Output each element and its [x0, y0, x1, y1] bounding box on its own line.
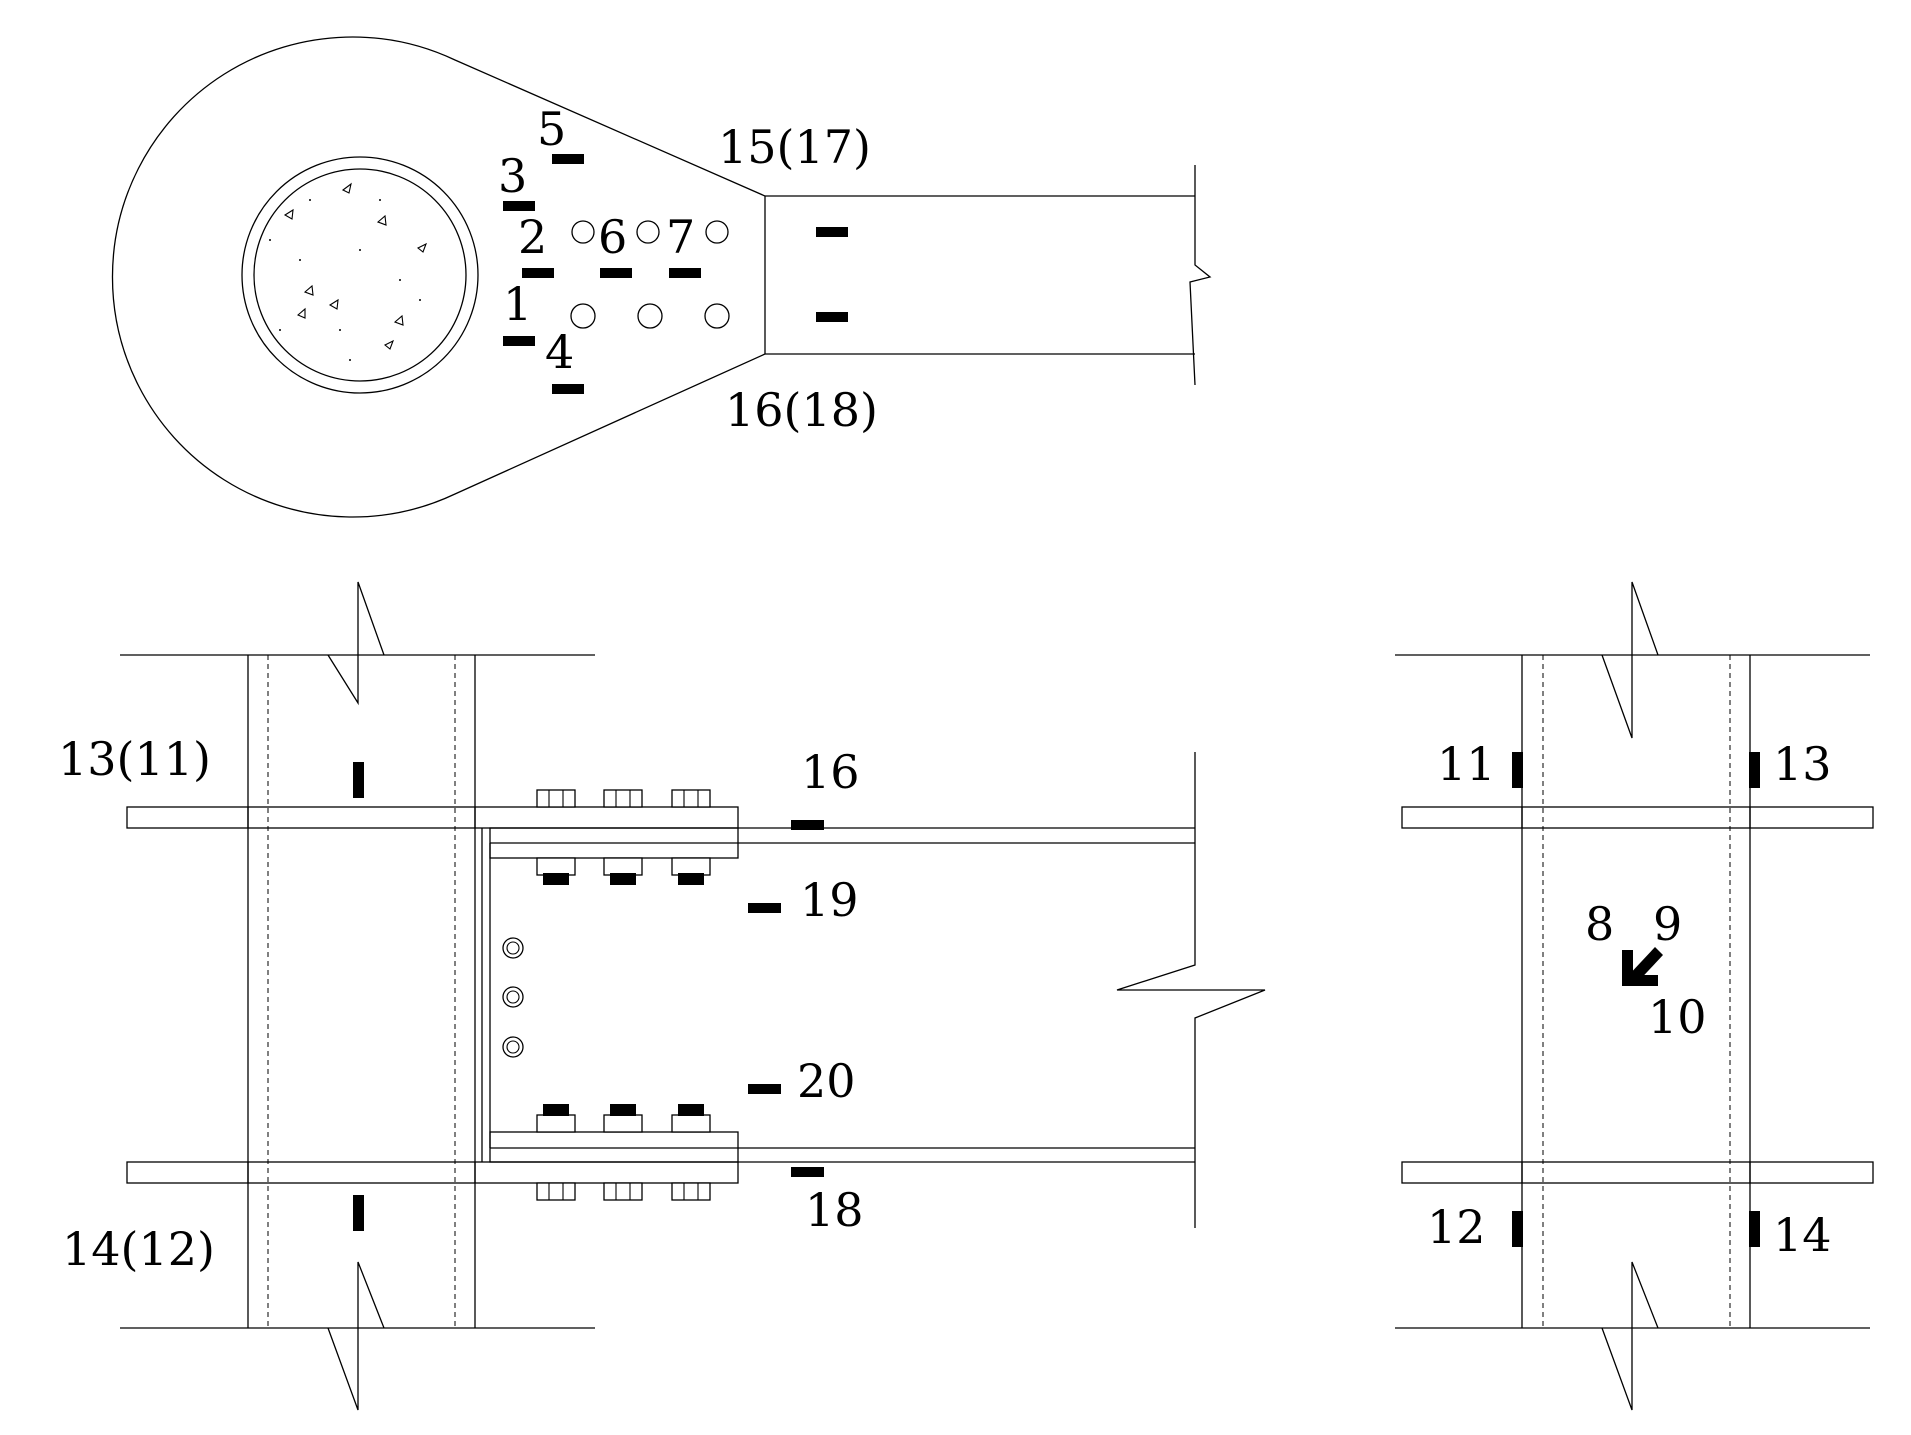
gauge-marker [1512, 1211, 1523, 1247]
gauge-marker [503, 336, 535, 346]
gauge-marker [791, 1167, 824, 1177]
label-4: 4 [545, 325, 574, 379]
gauge-marker [791, 820, 824, 830]
plan-bolts [570, 220, 730, 329]
gauge-marker [1749, 1211, 1760, 1247]
ring-plate-top [126, 806, 739, 829]
ring-plate-bottom [126, 1161, 739, 1184]
label-9: 9 [1653, 897, 1682, 951]
plan-gauges [503, 154, 848, 394]
gauge-marker [1749, 752, 1760, 788]
label-1: 1 [503, 277, 532, 331]
label-14: 14 [1773, 1208, 1832, 1262]
gauge-marker [552, 154, 584, 164]
bolt-heads-top [536, 789, 711, 885]
gauge-marker [748, 903, 781, 913]
splice-plate-bottom [489, 1131, 739, 1163]
plan-view: 5 3 2 6 7 1 4 15(17) 16(18) [111, 36, 1212, 518]
label-5: 5 [537, 102, 566, 156]
ring-plate-outline [111, 36, 766, 518]
web-bolts [502, 937, 524, 1058]
label-16: 16 [801, 745, 860, 799]
label-20: 20 [797, 1054, 856, 1108]
bolt [637, 303, 663, 329]
label-19: 19 [800, 873, 859, 927]
gauge-marker [600, 268, 632, 278]
label-8: 8 [1585, 897, 1614, 951]
ring-plate-bottom [1401, 1161, 1874, 1184]
label-18: 18 [805, 1183, 864, 1237]
gauge-marker [503, 201, 535, 211]
label-6: 6 [598, 210, 627, 264]
label-2: 2 [518, 210, 547, 264]
ring-plate-top [1401, 806, 1874, 829]
label-11: 11 [1437, 737, 1496, 791]
gauge-marker [816, 312, 848, 322]
bolt [636, 220, 660, 244]
label-10: 10 [1648, 990, 1707, 1044]
label-13-11: 13(11) [58, 732, 211, 786]
gauge-marker [353, 1195, 364, 1231]
gauge-marker [748, 1084, 781, 1094]
bolt [704, 303, 730, 329]
concrete-infill-hatch [283, 182, 428, 350]
label-12: 12 [1427, 1200, 1486, 1254]
label-16-18: 16(18) [725, 383, 878, 437]
column-top-break [1601, 581, 1659, 739]
elevation-view: 13(11) 14(12) 16 19 20 18 [58, 581, 1266, 1411]
column-view: 11 13 12 14 8 9 10 [1395, 581, 1874, 1411]
elevation-labels: 13(11) 14(12) 16 19 20 18 [58, 732, 864, 1276]
gauge-marker [353, 762, 364, 798]
gauge-marker [1512, 752, 1523, 788]
label-14-12: 14(12) [62, 1222, 215, 1276]
beam-end-break [1116, 752, 1266, 1228]
bolt-heads-bottom [536, 1104, 711, 1201]
column-bottom-break [327, 1261, 385, 1411]
column-labels: 11 13 12 14 8 9 10 [1427, 737, 1832, 1262]
rosette-gauge [1622, 947, 1663, 986]
steel-tube-outer [241, 156, 479, 394]
beam-end-break [1189, 165, 1212, 386]
steel-tube-inner [253, 168, 467, 382]
bolt [570, 303, 596, 329]
column-bottom-break [1601, 1261, 1659, 1411]
label-13: 13 [1773, 737, 1832, 791]
gauge-marker [522, 268, 554, 278]
gauge-marker [816, 227, 848, 237]
label-15-17: 15(17) [718, 120, 871, 174]
column-gauges [1512, 752, 1760, 1247]
elevation-gauges [353, 762, 824, 1231]
plan-labels: 5 3 2 6 7 1 4 15(17) 16(18) [498, 102, 878, 437]
column-top-break [327, 581, 385, 706]
gauge-marker [669, 268, 701, 278]
bolt [571, 220, 595, 244]
bolt [705, 220, 729, 244]
gauge-marker [552, 384, 584, 394]
label-3: 3 [498, 149, 527, 203]
concrete-infill-dots [269, 199, 421, 361]
label-7: 7 [666, 210, 695, 264]
